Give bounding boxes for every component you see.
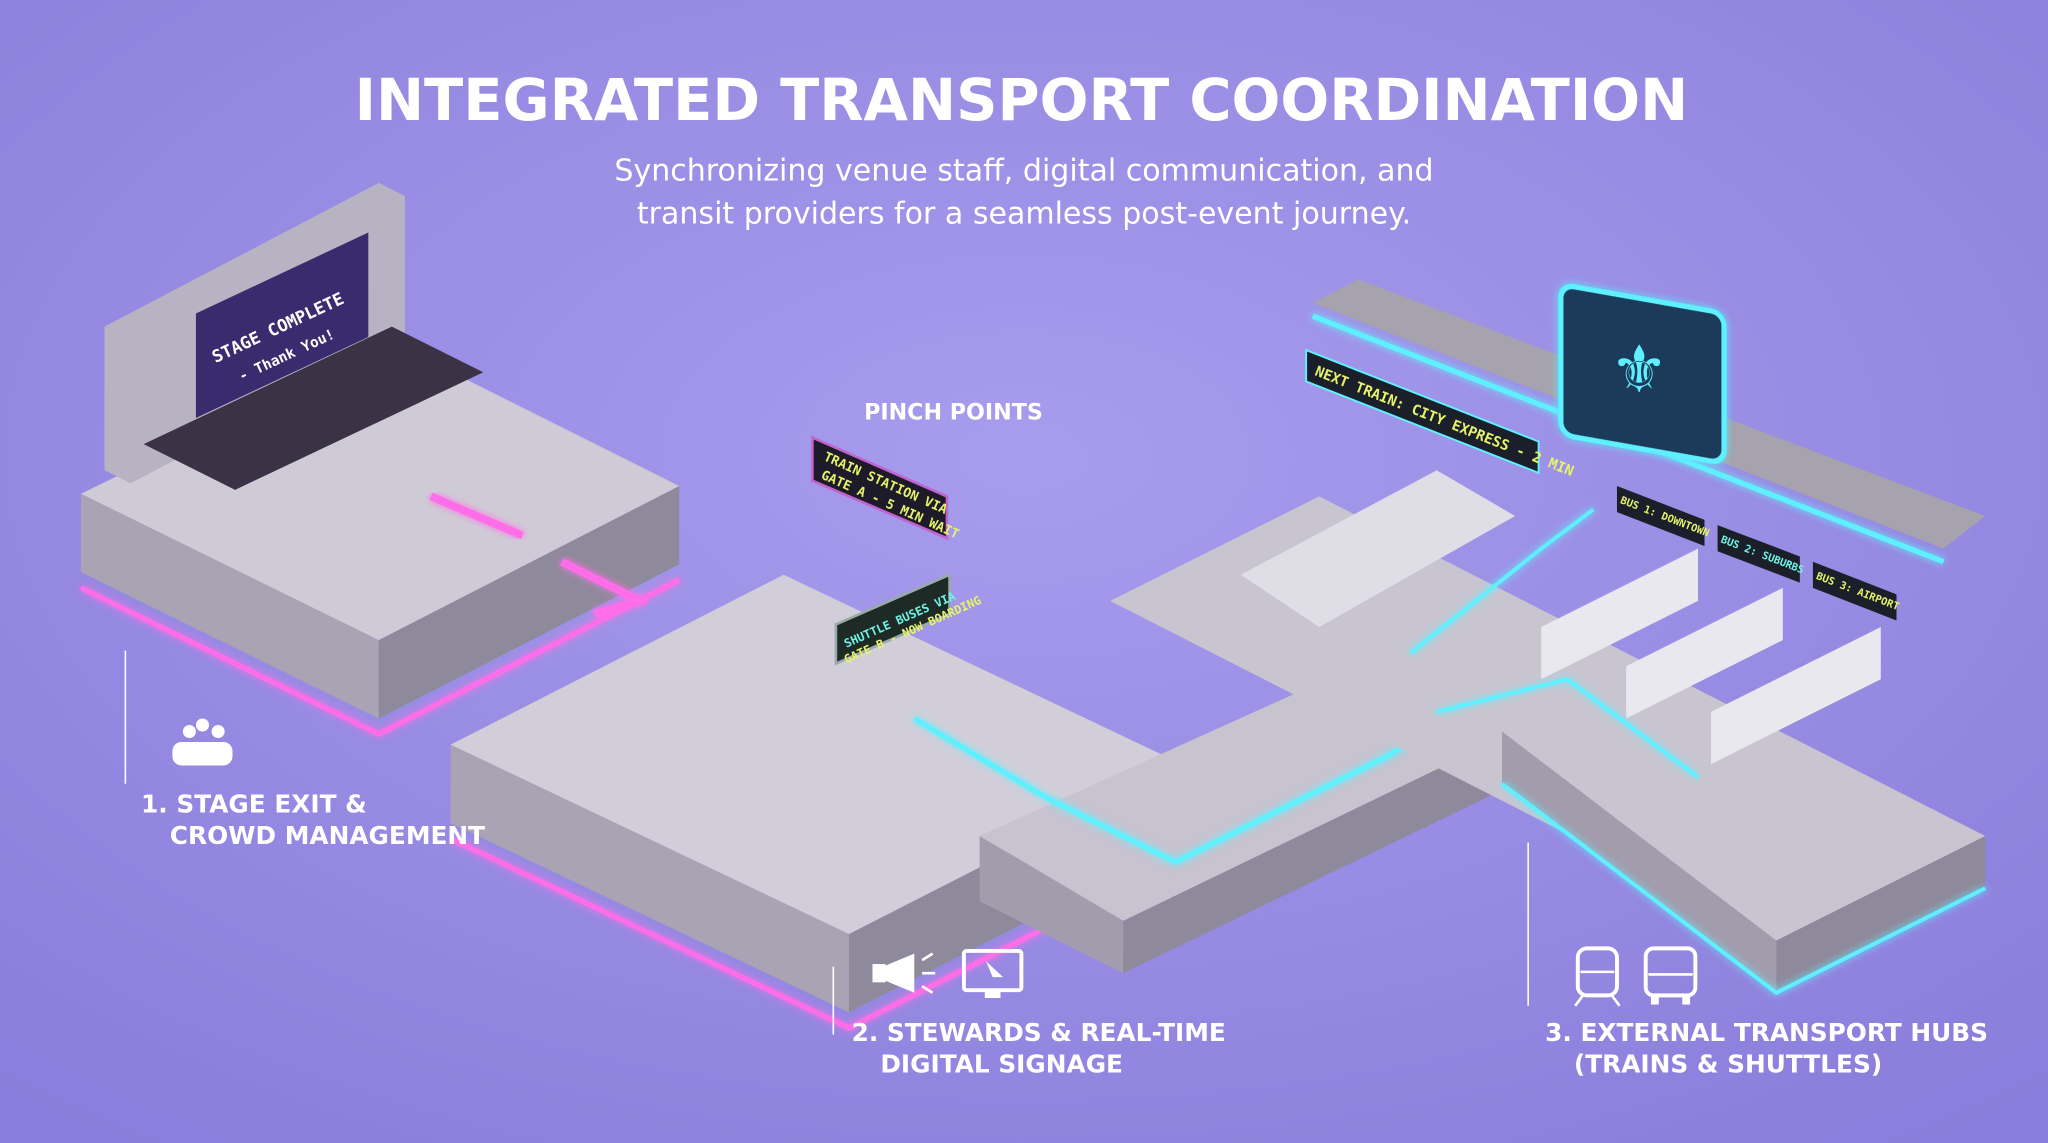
pinch-points-label: PINCH POINTS — [864, 399, 1043, 425]
bus-2 — [1626, 587, 1783, 719]
bus-3 — [1711, 627, 1881, 765]
section-2-line-2: DIGITAL SIGNAGE — [880, 1049, 1123, 1078]
bus-icon — [1643, 946, 1698, 1005]
megaphone-icon — [872, 952, 936, 994]
section-1-line-1: 1. STAGE EXIT & — [141, 790, 367, 819]
subtitle-line-1: Synchronizing venue staff, digital commu… — [614, 153, 1433, 188]
bus-1 — [1541, 548, 1698, 680]
section-3-line-2: (TRAINS & SHUTTLES) — [1574, 1049, 1882, 1078]
train — [1240, 470, 1516, 628]
section-3-line-1: 3. EXTERNAL TRANSPORT HUBS — [1545, 1018, 1988, 1047]
stage-platform: STAGE COMPLETE - Thank You! — [79, 182, 681, 738]
section-1-icon — [172, 718, 233, 766]
section-1-line-2: CROWD MANAGEMENT — [170, 821, 485, 850]
page-title: INTEGRATED TRANSPORT COORDINATION — [355, 67, 1689, 134]
winged-logo-icon: ⚜ — [1610, 332, 1669, 408]
train-icon — [1574, 946, 1621, 1007]
section-2-line-1: 2. STEWARDS & REAL-TIME — [852, 1018, 1226, 1047]
brand-sign — [1558, 283, 1727, 464]
crowd-icon — [182, 724, 196, 739]
subtitle-line-2: transit providers for a seamless post-ev… — [637, 196, 1411, 231]
stage-screen — [195, 232, 369, 419]
transit-hub-platform: ⚜ — [1110, 279, 1987, 996]
